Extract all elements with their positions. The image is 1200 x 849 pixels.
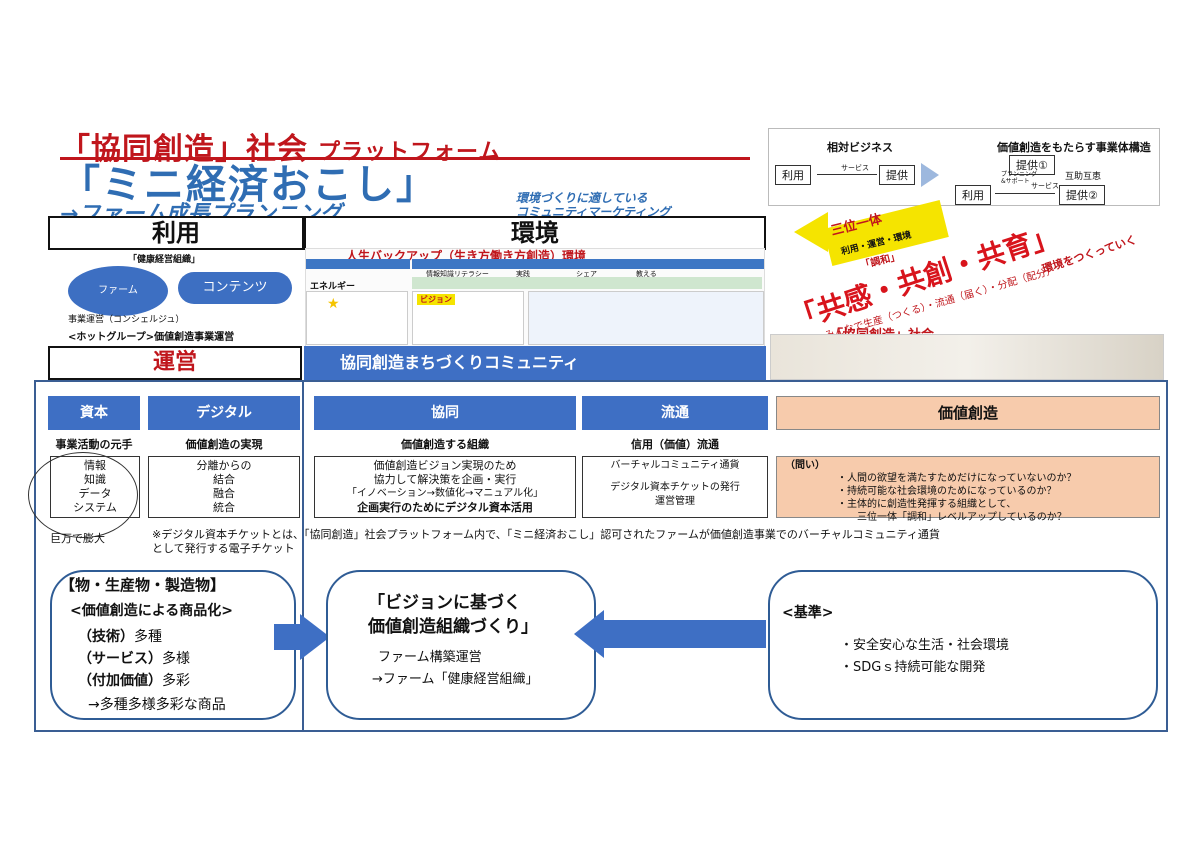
- environment-panel: 人生バックアップ（生き方働き方創造）環境 情報知識リテラシー 実践 シェア 教え…: [305, 248, 765, 348]
- title-line3-note: 環境づくりに適している コミュニティマーケティング: [516, 191, 670, 219]
- env-vision-box: ビジョン: [412, 291, 524, 345]
- product-l3b: 多彩: [162, 673, 190, 689]
- star-icon: ★: [327, 296, 340, 312]
- digital-item: 分離からの: [149, 459, 299, 473]
- diagram-service: サービス: [841, 163, 869, 173]
- diagram-arrow-icon: [921, 163, 939, 187]
- ryutsu-item: 運営管理: [583, 495, 767, 509]
- kyodo-item: 企画実行のためにデジタル資本活用: [315, 501, 575, 515]
- env-bar-2: [412, 259, 765, 269]
- map-thumbnail: [770, 334, 1164, 380]
- product-l4: →多種多様多彩な商品: [88, 694, 226, 714]
- product-l2b: 多様: [162, 651, 190, 667]
- main-divider: [302, 380, 304, 732]
- diagram-riyo2: 利用: [955, 185, 991, 205]
- digital-item: 統合: [149, 501, 299, 515]
- kachi-item: ・人間の欲望を満たすためだけになっていないのか？: [785, 472, 1151, 485]
- kachi-question: （問い）: [785, 459, 1151, 472]
- digital-list: 分離からの 結合 融合 統合: [148, 456, 300, 518]
- criteria-i1: ・安全安心な生活・社会環境: [840, 634, 1009, 653]
- diagram-right-title: 価値創造をもたらす事業体構造: [997, 139, 1151, 155]
- env-vision: ビジョン: [417, 294, 455, 305]
- product-l3: （付加価値）多彩: [78, 670, 190, 690]
- contents-pill: コンテンツ: [178, 272, 292, 304]
- vision-box: 「ビジョンに基づく 価値創造組織づくり」 ファーム構築運営 →ファーム「健康経営…: [326, 570, 596, 720]
- product-l3a: （付加価値）: [78, 673, 162, 689]
- header-community: 協同創造まちづくりコミュニティ: [304, 346, 766, 380]
- diagram-gojo: 互助互恵: [1065, 169, 1101, 182]
- product-l1: （技術）多種: [78, 626, 162, 646]
- env-detail-box: [528, 291, 764, 345]
- diagram-service2: サービス: [1031, 181, 1059, 191]
- diagram-riyo: 利用: [775, 165, 811, 185]
- criteria-box: <基準> ・安全安心な生活・社会環境 ・SDGｓ持続可能な開発: [768, 570, 1158, 720]
- business-structure-diagram: 相対ビジネス 価値創造をもたらす事業体構造 利用 サービス 提供 提供① 互助互…: [768, 128, 1160, 206]
- product-l2a: （サービス）: [78, 651, 162, 667]
- shihon-footer: 巨万で膨大: [50, 530, 105, 546]
- kachi-item: 三位一体「調和」レベルアップしているのか？: [785, 511, 1151, 524]
- diagram-teikyo: 提供: [879, 165, 915, 185]
- shihon-sub: 事業活動の元手: [36, 436, 152, 452]
- arrow-left-body: [604, 620, 766, 648]
- vision-t1: 「ビジョンに基づく: [368, 588, 521, 613]
- col-ryutsu: 流通: [582, 396, 768, 430]
- riyo-label: 「健康経営組織」: [128, 252, 200, 265]
- arrow-left-icon: [574, 610, 604, 658]
- vision-s2: →ファーム「健康経営組織」: [372, 668, 539, 687]
- slogan-panel: 三位一体 利用・運営・環境 「調和」 「共感・共創・共育」 環境をつくっていく …: [770, 206, 1160, 346]
- product-title: 【物・生産物・製造物】: [60, 574, 225, 595]
- diagram-teikyo2: 提供②: [1059, 185, 1105, 205]
- product-l1b: 多種: [134, 629, 162, 645]
- product-sub: <価値創造による商品化>: [70, 600, 233, 620]
- product-l2: （サービス）多様: [78, 648, 190, 668]
- col-kyodo: 協同: [314, 396, 576, 430]
- kachi-item: ・主体的に創造性発揮する組織として、: [785, 498, 1151, 511]
- arrow-right-body: [274, 624, 300, 650]
- kyodo-sub: 価値創造する組織: [314, 436, 576, 452]
- riyo-panel: 「健康経営組織」 ファーム コンテンツ 事業運営（コンシェルジュ） <ホットグル…: [48, 250, 302, 346]
- kachi-item: ・持続可能な社会環境のためになっているのか？: [785, 485, 1151, 498]
- vision-t2: 価値創造組織づくり」: [368, 612, 538, 637]
- col-shihon: 資本: [48, 396, 140, 430]
- product-l1a: （技術）: [78, 629, 134, 645]
- slogan-arrow-icon: [794, 212, 828, 252]
- kachi-box: （問い） ・人間の欲望を満たすためだけになっていないのか？ ・持続可能な社会環境…: [776, 456, 1160, 518]
- header-kankyo: 環境: [304, 216, 766, 250]
- footnote: ※デジタル資本チケットとは、「協同創造」社会プラットフォーム内で、「ミニ経済おこ…: [152, 528, 1152, 556]
- header-riyo: 利用: [48, 216, 304, 250]
- env-green-band: [412, 277, 762, 289]
- header-unei: 運営: [48, 346, 302, 380]
- ryutsu-sub: 信用（価値）流通: [582, 436, 768, 452]
- digital-item: 融合: [149, 487, 299, 501]
- diagram-line2: [995, 193, 1055, 194]
- env-chart: ★: [306, 291, 408, 345]
- ryutsu-item: デジタル資本チケットの発行: [583, 481, 767, 495]
- farm-circle: ファーム: [68, 266, 168, 316]
- digital-sub: 価値創造の実現: [148, 436, 300, 452]
- shihon-ellipse: [28, 452, 138, 538]
- ryutsu-list: バーチャルコミュニティ通貨 デジタル資本チケットの発行 運営管理: [582, 456, 768, 518]
- riyo-jigyo: 事業運営（コンシェルジュ）: [68, 312, 184, 325]
- env-bar-1: [306, 259, 410, 269]
- kyodo-item: 「イノベーション→数値化→マニュアル化」: [315, 487, 575, 501]
- ryutsu-item: バーチャルコミュニティ通貨: [583, 459, 767, 473]
- col-kachi: 価値創造: [776, 396, 1160, 430]
- col-digital: デジタル: [148, 396, 300, 430]
- kyodo-list: 価値創造ビジョン実現のため 協力して解決策を企画・実行 「イノベーション→数値化…: [314, 456, 576, 518]
- diagram-left-title: 相対ビジネス: [827, 139, 893, 155]
- criteria-i2: ・SDGｓ持続可能な開発: [840, 656, 985, 675]
- riyo-group: <ホットグループ>価値創造事業運営: [68, 328, 234, 343]
- criteria-title: <基準>: [782, 602, 833, 622]
- diagram-line: [817, 174, 877, 175]
- kyodo-item: 価値創造ビジョン実現のため: [315, 459, 575, 473]
- kyodo-item: 協力して解決策を企画・実行: [315, 473, 575, 487]
- vision-s1: ファーム構築運営: [378, 646, 482, 665]
- product-box: 【物・生産物・製造物】 <価値創造による商品化> （技術）多種 （サービス）多様…: [50, 570, 296, 720]
- digital-item: 結合: [149, 473, 299, 487]
